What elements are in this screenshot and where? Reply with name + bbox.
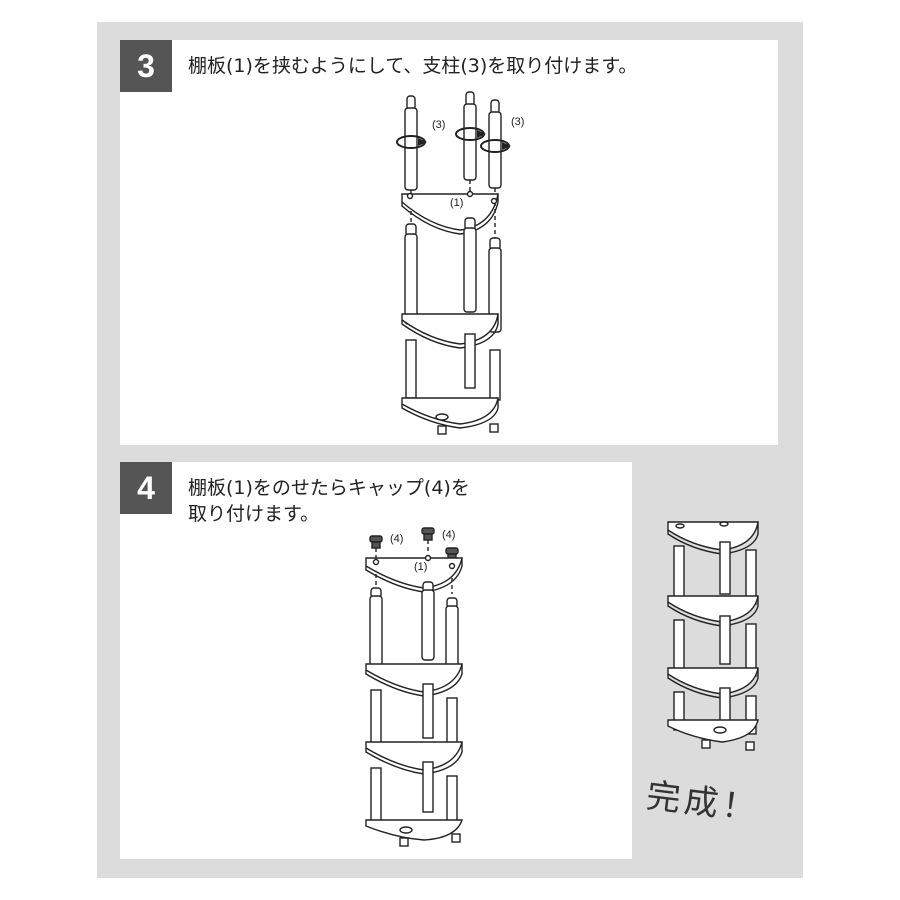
step-3-instruction: 棚板(1)を挟むようにして、支柱(3)を取り付けます。 [188, 55, 638, 77]
shelf-1 [365, 554, 463, 593]
assembled-shelf-tiers [365, 581, 463, 847]
label-cap-4: (4) [390, 533, 403, 545]
pole-3-middle [463, 91, 477, 181]
step-3-panel: 3 棚板(1)を挟むようにして、支柱(3)を取り付けます。 [120, 40, 778, 445]
step-3-illustration: (3) (3) (1) [396, 91, 524, 435]
step-4-instruction-line-2: 取り付けます。 [188, 503, 320, 525]
completed-shelf-illustration [667, 521, 759, 751]
label-cap-4-right: (4) [442, 529, 455, 541]
pole-3-left [404, 95, 418, 191]
cap-4-icon [369, 527, 459, 561]
label-pole-3: (3) [432, 119, 445, 131]
pole-3-right [488, 99, 502, 189]
label-shelf-1: (1) [414, 561, 427, 573]
label-pole-3-right: (3) [511, 116, 524, 128]
assembled-lower-tiers [401, 217, 502, 435]
step-4-instruction: 棚板(1)をのせたらキャップ(4)を 取り付けます。 [188, 475, 470, 527]
step-number-badge: 3 [120, 40, 172, 92]
label-shelf-1: (1) [450, 197, 463, 209]
step-4-instruction-line-1: 棚板(1)をのせたらキャップ(4)を [188, 477, 470, 499]
step-number-badge: 4 [120, 462, 172, 514]
step-4-illustration: (4) (4) (1) [365, 527, 463, 847]
